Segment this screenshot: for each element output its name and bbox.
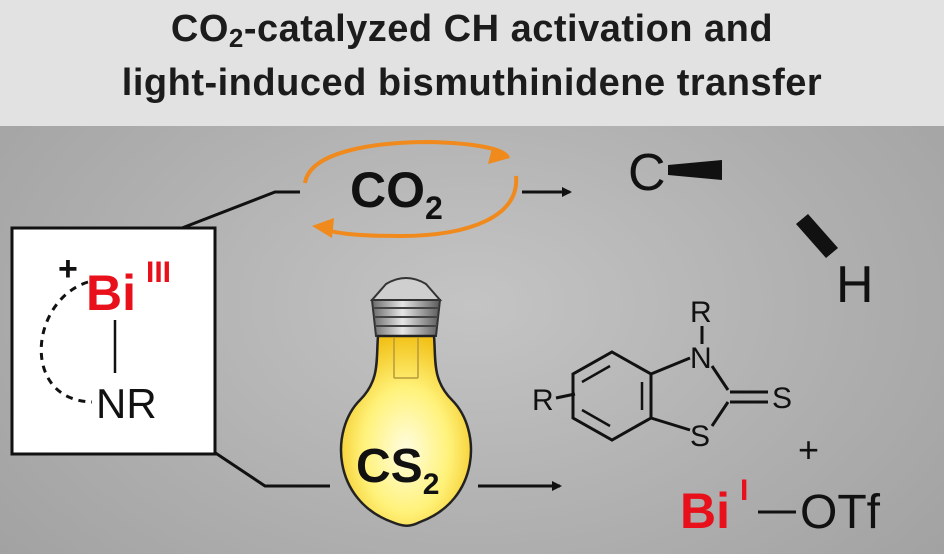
- cation-charge: +: [58, 250, 78, 288]
- co2-catalytic-cycle: CO2: [303, 139, 519, 239]
- ring-bond-n: [650, 356, 691, 376]
- bismuth-complex-box: + Bi III NR: [10, 226, 217, 456]
- triflate-label: OTf: [800, 486, 881, 539]
- hydrogen-label: H: [836, 256, 874, 314]
- co2-label: CO2: [350, 162, 443, 226]
- benzene-ring: [571, 350, 653, 442]
- carbon-label: C: [628, 144, 666, 202]
- ch-activation-fragment: C H: [628, 144, 874, 314]
- bismuth-label: Bi: [86, 265, 136, 321]
- bismuth-triflate: Bi I OTf: [680, 474, 881, 539]
- ring-sulfur-label: S: [690, 420, 710, 453]
- lower-connector-line: [213, 450, 330, 488]
- bulb-filament: [393, 338, 419, 379]
- oxidation-state-iii: III: [146, 256, 171, 289]
- plus-sign: +: [798, 429, 819, 470]
- n-substituent-label: R: [690, 296, 712, 329]
- ring-bond-nc: [710, 365, 730, 391]
- bulb-glass: [339, 334, 473, 527]
- ring-bond-sc: [710, 401, 730, 427]
- oxidation-state-i: I: [740, 474, 748, 507]
- aromatic-bond-3: [581, 408, 611, 428]
- c-wedge-bond: [668, 160, 722, 180]
- aromatic-bond-1: [581, 364, 611, 384]
- cs2-label: CS2: [356, 440, 439, 501]
- benzothiazolethione-structure: R N S S R: [532, 296, 792, 453]
- upper-connector-line: [181, 190, 300, 230]
- thione-sulfur-label: S: [772, 382, 792, 415]
- cycle-arrowhead-lower: [312, 218, 334, 238]
- bismuth-i-label: Bi: [680, 483, 730, 539]
- r-substituent-bond: [555, 392, 576, 400]
- cycle-arc-lower: [316, 175, 519, 239]
- dashed-backbone: [39, 280, 93, 404]
- cycle-arrowhead-upper: [488, 148, 510, 164]
- light-bulb: CS2: [339, 277, 473, 527]
- ring-substituent-label: R: [532, 384, 554, 417]
- h-wedge-bond: [796, 214, 838, 258]
- title-line-2: light-induced bismuthinidene transfer: [121, 62, 823, 104]
- ring-bond-s: [650, 416, 691, 432]
- amine-label: NR: [96, 380, 157, 427]
- bulb-tip: [369, 277, 443, 301]
- title-band: [0, 0, 944, 126]
- nitrogen-label: N: [690, 342, 712, 375]
- title-line-1: CO2-catalyzed CH activation and: [170, 8, 774, 53]
